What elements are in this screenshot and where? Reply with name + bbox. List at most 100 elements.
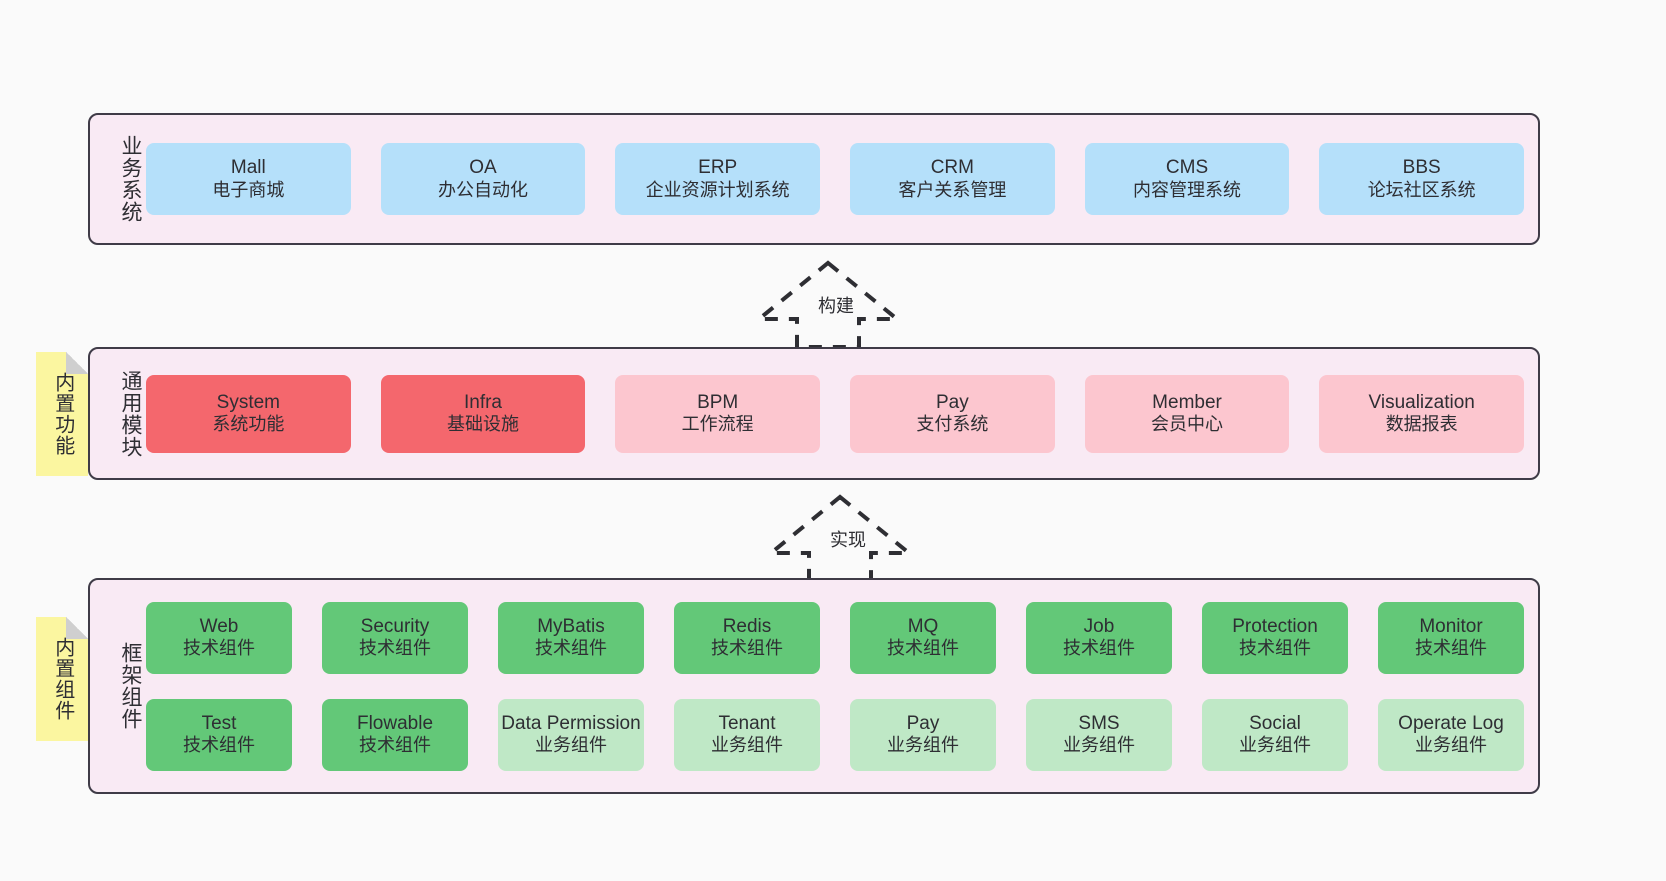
card-test-title: Test <box>201 712 237 734</box>
card-oa[interactable]: OA 办公自动化 <box>380 143 586 215</box>
common-modules-row: System 系统功能 Infra 基础设施 BPM 工作流程 Pay 支付系统… <box>146 374 1525 453</box>
card-crm[interactable]: CRM 客户关系管理 <box>850 143 1055 215</box>
card-mall[interactable]: Mall 电子商城 <box>146 143 351 215</box>
card-test[interactable]: Test 技术组件 <box>146 698 292 771</box>
card-infra-subtitle: 基础设施 <box>447 414 519 435</box>
card-oa-title: OA <box>469 157 497 179</box>
card-oa-subtitle: 办公自动化 <box>438 179 528 200</box>
card-flowable[interactable]: Flowable 技术组件 <box>322 698 468 771</box>
card-data-permission-subtitle: 业务组件 <box>535 735 607 756</box>
card-crm-title: CRM <box>930 157 974 179</box>
layer-business-systems-title: 业务系统 <box>119 135 142 223</box>
arrow-realize-label: 实现 <box>828 526 868 552</box>
card-security-subtitle: 技术组件 <box>359 638 431 659</box>
card-mq-subtitle: 技术组件 <box>887 638 959 659</box>
card-job-title: Job <box>1083 615 1115 637</box>
card-mq[interactable]: MQ 技术组件 <box>850 601 996 674</box>
card-redis-subtitle: 技术组件 <box>711 638 783 659</box>
card-mybatis[interactable]: MyBatis 技术组件 <box>498 601 644 674</box>
card-cms[interactable]: CMS 内容管理系统 <box>1084 143 1290 215</box>
arrow-build-shape <box>754 260 902 349</box>
card-monitor-title: Monitor <box>1419 615 1483 637</box>
layer-business-systems: 业务系统 Mall 电子商城 OA 办公自动化 ERP 企业资源计划系统 CRM… <box>88 113 1540 245</box>
card-crm-subtitle: 客户关系管理 <box>898 179 1007 200</box>
framework-tech-row: Web 技术组件 Security 技术组件 MyBatis 技术组件 Redi… <box>146 601 1524 674</box>
card-job[interactable]: Job 技术组件 <box>1026 601 1172 674</box>
card-bbs[interactable]: BBS 论坛社区系统 <box>1319 143 1525 215</box>
card-sms-title: SMS <box>1078 712 1120 734</box>
card-bbs-title: BBS <box>1402 157 1441 179</box>
card-operate-log-title: Operate Log <box>1398 712 1504 734</box>
note-builtin-component: 内置组件 <box>36 617 88 741</box>
arrow-realize: 实现 <box>766 492 914 584</box>
card-system-subtitle: 系统功能 <box>212 414 285 435</box>
card-monitor[interactable]: Monitor 技术组件 <box>1378 601 1524 674</box>
card-visualization-subtitle: 数据报表 <box>1385 414 1458 435</box>
card-system-title: System <box>216 391 281 413</box>
card-bpm-title: BPM <box>697 391 739 413</box>
card-pay-module-subtitle: 支付系统 <box>916 414 989 435</box>
business-systems-row: Mall 电子商城 OA 办公自动化 ERP 企业资源计划系统 CRM 客户关系… <box>146 143 1525 215</box>
card-infra[interactable]: Infra 基础设施 <box>380 374 586 453</box>
card-bpm[interactable]: BPM 工作流程 <box>615 374 821 453</box>
card-mybatis-title: MyBatis <box>537 615 605 637</box>
card-erp-title: ERP <box>698 157 738 179</box>
card-social[interactable]: Social 业务组件 <box>1202 698 1348 771</box>
card-infra-title: Infra <box>463 391 503 413</box>
card-system[interactable]: System 系统功能 <box>146 374 351 453</box>
card-protection[interactable]: Protection 技术组件 <box>1202 601 1348 674</box>
card-security[interactable]: Security 技术组件 <box>322 601 468 674</box>
card-social-subtitle: 业务组件 <box>1239 735 1311 756</box>
card-member[interactable]: Member 会员中心 <box>1084 374 1290 453</box>
card-pay-component-title: Pay <box>906 712 940 734</box>
card-visualization-title: Visualization <box>1368 391 1475 413</box>
card-test-subtitle: 技术组件 <box>183 735 255 756</box>
card-protection-subtitle: 技术组件 <box>1239 638 1311 659</box>
card-operate-log[interactable]: Operate Log 业务组件 <box>1378 698 1524 771</box>
card-erp-subtitle: 企业资源计划系统 <box>645 179 790 200</box>
card-flowable-title: Flowable <box>356 712 434 734</box>
arrow-build-label: 构建 <box>816 292 856 318</box>
card-operate-log-subtitle: 业务组件 <box>1415 735 1487 756</box>
card-pay-component[interactable]: Pay 业务组件 <box>850 698 996 771</box>
card-web[interactable]: Web 技术组件 <box>146 601 292 674</box>
card-protection-title: Protection <box>1232 615 1318 637</box>
card-bpm-subtitle: 工作流程 <box>681 414 754 435</box>
note-builtin-function-label: 内置功能 <box>51 372 74 456</box>
card-monitor-subtitle: 技术组件 <box>1415 638 1487 659</box>
layer-common-modules-body: System 系统功能 Infra 基础设施 BPM 工作流程 Pay 支付系统… <box>142 349 1538 478</box>
card-pay-component-subtitle: 业务组件 <box>887 735 959 756</box>
layer-common-modules: 通用模块 System 系统功能 Infra 基础设施 BPM 工作流程 Pay… <box>88 347 1540 480</box>
card-web-subtitle: 技术组件 <box>183 638 255 659</box>
card-mq-title: MQ <box>907 615 939 637</box>
card-tenant-title: Tenant <box>718 712 776 734</box>
card-cms-subtitle: 内容管理系统 <box>1133 179 1242 200</box>
card-data-permission[interactable]: Data Permission 业务组件 <box>498 698 644 771</box>
card-visualization[interactable]: Visualization 数据报表 <box>1319 374 1525 453</box>
card-data-permission-title: Data Permission <box>501 712 641 734</box>
card-mall-title: Mall <box>230 157 266 179</box>
card-flowable-subtitle: 技术组件 <box>359 735 431 756</box>
arrow-realize-shape <box>766 494 914 583</box>
card-job-subtitle: 技术组件 <box>1063 638 1135 659</box>
framework-business-row: Test 技术组件 Flowable 技术组件 Data Permission … <box>146 698 1524 771</box>
card-redis-title: Redis <box>722 615 772 637</box>
arrow-build: 构建 <box>754 258 902 350</box>
card-erp[interactable]: ERP 企业资源计划系统 <box>615 143 821 215</box>
card-tenant[interactable]: Tenant 业务组件 <box>674 698 820 771</box>
card-social-title: Social <box>1249 712 1301 734</box>
layer-framework-components: 框架组件 Web 技术组件 Security 技术组件 MyBatis 技术组件… <box>88 578 1540 794</box>
card-redis[interactable]: Redis 技术组件 <box>674 601 820 674</box>
card-mybatis-subtitle: 技术组件 <box>535 638 607 659</box>
card-pay-module[interactable]: Pay 支付系统 <box>850 374 1055 453</box>
card-sms[interactable]: SMS 业务组件 <box>1026 698 1172 771</box>
card-pay-module-title: Pay <box>935 391 969 413</box>
card-security-title: Security <box>360 615 430 637</box>
layer-framework-components-body: Web 技术组件 Security 技术组件 MyBatis 技术组件 Redi… <box>142 580 1538 792</box>
card-mall-subtitle: 电子商城 <box>212 179 285 200</box>
card-member-subtitle: 会员中心 <box>1151 414 1224 435</box>
card-bbs-subtitle: 论坛社区系统 <box>1367 179 1476 200</box>
note-builtin-function: 内置功能 <box>36 352 88 476</box>
note-builtin-component-label: 内置组件 <box>51 637 74 721</box>
